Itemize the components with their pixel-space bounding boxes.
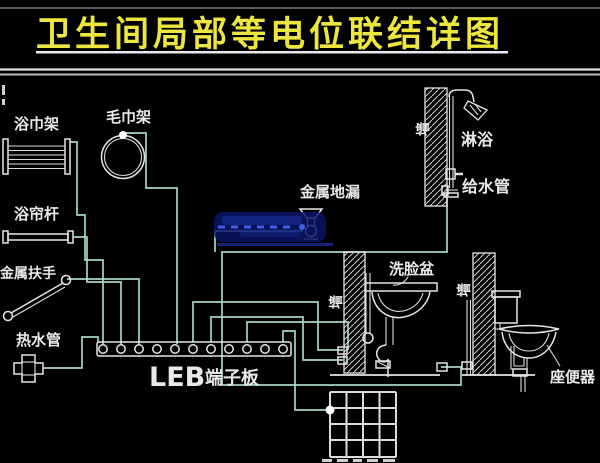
hot-water-pipe: 热水管: [13, 331, 61, 383]
bond-line-basin-drain: [210, 316, 343, 361]
wall-label-basin: 墙: [328, 295, 345, 309]
handrail-bar-2: [12, 286, 66, 318]
handrail-bar-1: [10, 282, 64, 314]
leb-label-latin: LEB: [149, 362, 205, 393]
hot-water-pipe-label: 热水管: [16, 331, 61, 349]
terminal: [278, 344, 288, 354]
wall-clamp-lower: [337, 356, 348, 365]
basin-counter: [365, 282, 438, 292]
clipped-caption-fragment: [322, 459, 395, 462]
toilet-trap-clamp: [512, 368, 528, 377]
basin-bowl-inner: [377, 292, 424, 312]
bath-towel-rack-label: 浴巾架: [14, 115, 59, 133]
rack-post-right: [64, 138, 71, 175]
wall-hatch-basin: [343, 251, 366, 374]
bond-end-clamp: [436, 362, 448, 372]
watermark: [214, 212, 333, 246]
leb-bar: [96, 341, 292, 357]
towel-ring: 毛巾架: [100, 108, 151, 180]
terminal: [170, 344, 180, 354]
shower-head: [463, 100, 489, 121]
bath-towel-rack: 浴巾架: [2, 115, 71, 175]
pipe-base: [443, 192, 459, 198]
metal-handrail: 金属扶手: [0, 265, 72, 322]
water-supply-label: 给水管: [462, 177, 510, 196]
terminal: [98, 344, 108, 354]
toilet-bowl: [501, 331, 557, 359]
terminal: [134, 344, 144, 354]
metal-handrail-label: 金属扶手: [0, 265, 56, 282]
edge-artifact: [2, 99, 5, 105]
floor-drain-label: 金属地漏: [299, 183, 360, 201]
grid-bond-node: [325, 405, 335, 415]
rack-rails: [8, 145, 65, 170]
rack-post-left: [2, 138, 9, 175]
terminal: [224, 344, 234, 354]
wall-hatch-shower: [424, 87, 448, 207]
shower-label: 淋浴: [461, 130, 494, 149]
leb-terminals: [98, 344, 288, 354]
curtain-rod: 浴帘杆: [2, 205, 74, 244]
shower-area: 墙 淋浴 给水管: [415, 87, 510, 207]
wash-basin-area: 墙 洗脸盆: [328, 251, 440, 377]
bond-line-basin-cold: [192, 301, 343, 351]
terminal: [188, 344, 198, 354]
basin-trap-clamp: [375, 360, 391, 369]
toilet-tank: [494, 296, 518, 324]
page-title: 卫生间局部等电位联结详图: [36, 15, 504, 55]
bond-line-towel-ring: [123, 132, 178, 344]
bond-line-curtain-rod: [74, 236, 122, 344]
terminal: [206, 344, 216, 354]
wall-label-toilet: 墙: [456, 283, 473, 297]
toilet-seat: [498, 324, 560, 334]
ring-hook: [119, 131, 127, 139]
toilet-wall-clamp: [461, 361, 473, 370]
handrail-end-high: [60, 274, 72, 286]
watermark-underbar: [217, 243, 333, 246]
shower-gooseneck: [448, 89, 475, 103]
bond-line-towel-rack: [70, 141, 104, 344]
curtain-rod-label: 浴帘杆: [14, 205, 59, 223]
bond-line-hot-water: [43, 336, 99, 369]
terminal: [152, 344, 162, 354]
terminal: [260, 344, 270, 354]
toilet-bowl-inner: [508, 332, 550, 352]
toilet-area: 墙 座便器: [436, 252, 596, 392]
wall-hatch-toilet: [472, 252, 496, 376]
edge-artifact: [2, 85, 5, 95]
bond-line-handrail: [67, 278, 140, 344]
pipe-cross-center: [21, 361, 36, 376]
toilet-trap-1: [513, 346, 525, 367]
towel-ring-label: 毛巾架: [106, 108, 151, 126]
wall-label-shower: 墙: [415, 122, 432, 136]
bond-loop-shower-toilet: [221, 196, 462, 386]
wash-basin-label: 洗脸盆: [389, 260, 435, 278]
floor-grid: [329, 391, 397, 458]
title-underline: [36, 51, 508, 54]
wall-clamp-upper: [337, 346, 348, 355]
terminal: [116, 344, 126, 354]
leb-terminal-board: LEB 端子板: [96, 341, 292, 393]
toilet-label: 座便器: [549, 368, 596, 386]
rod-cap-left: [2, 230, 9, 244]
bond-line-floor-grid: [282, 330, 329, 411]
basin-bowl: [371, 291, 431, 319]
leb-label-cn: 端子板: [205, 367, 260, 389]
terminal: [242, 344, 252, 354]
toilet-leader: [546, 344, 561, 367]
handrail-end-low: [2, 310, 14, 322]
rod-cap-right: [67, 230, 74, 244]
basin-valve: [362, 332, 374, 344]
